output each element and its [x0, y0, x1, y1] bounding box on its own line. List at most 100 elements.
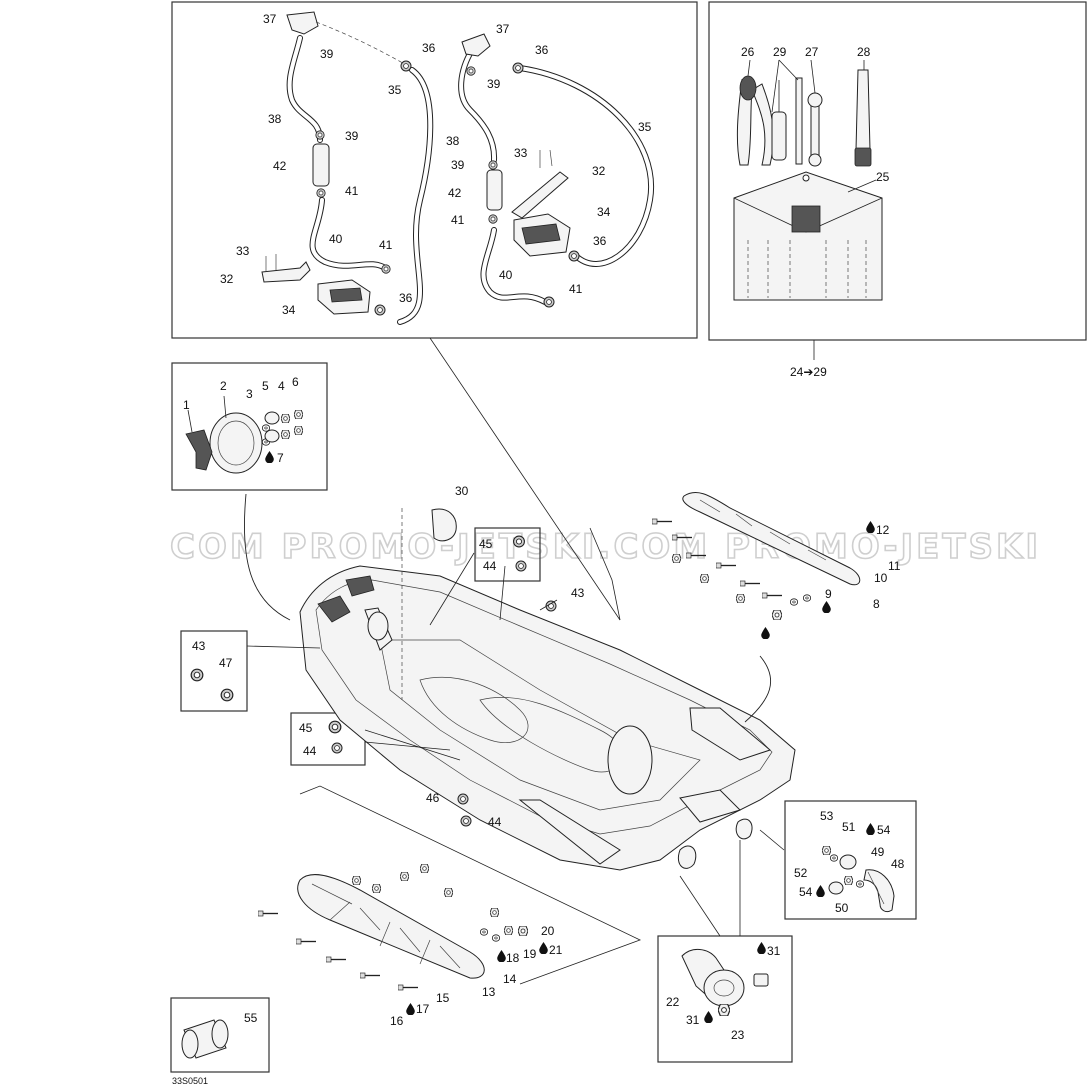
callout-25: 25 [876, 170, 890, 184]
callout-41-d: 41 [569, 282, 583, 296]
clamp-inset-left [180, 630, 248, 712]
pliers-26 [736, 78, 753, 166]
callout-8: 8 [873, 597, 880, 611]
sleeve-inset [170, 997, 270, 1073]
sleeve-frame [170, 997, 270, 1073]
callout-42-left: 42 [273, 159, 287, 173]
callout-14: 14 [503, 972, 517, 986]
callout-45-center: 45 [299, 721, 313, 735]
callout-23: 23 [731, 1028, 745, 1042]
support-32-left [261, 261, 311, 283]
drain-plug-housing [678, 845, 697, 869]
callout-40-left: 40 [329, 232, 343, 246]
hull-port-30 [367, 611, 389, 641]
callout-18: 18 [506, 951, 520, 965]
callout-30: 30 [455, 484, 469, 498]
callout-36-c: 36 [593, 234, 607, 248]
callout-46: 46 [426, 791, 440, 805]
callout-29: 29 [773, 45, 787, 59]
callout-33-right: 33 [514, 146, 528, 160]
callout-36-b: 36 [535, 43, 549, 57]
callout-22: 22 [666, 995, 680, 1009]
callout-31-lower: 31 [686, 1013, 700, 1027]
callout-11: 11 [888, 559, 901, 573]
drain-plug-frame [657, 935, 793, 1063]
callout-26: 26 [741, 45, 755, 59]
callout-39-d: 39 [451, 158, 465, 172]
drain-plug-inset [657, 935, 793, 1063]
callout-3: 3 [246, 387, 253, 401]
elbow-fitting-37-left [286, 11, 319, 35]
callout-41-a: 41 [345, 184, 359, 198]
callout-55: 55 [244, 1011, 258, 1025]
callout-44-center: 44 [303, 744, 317, 758]
sponson-13 [258, 864, 528, 991]
callout-5: 5 [262, 379, 269, 393]
callout-37-right: 37 [496, 22, 510, 36]
hose-35-left [397, 67, 434, 325]
callout-labels: 1 2 3 4 5 6 7 8 9 10 11 12 13 14 15 16 1… [183, 12, 905, 1042]
rear-handle-frame [784, 800, 917, 920]
callout-45-upper: 45 [479, 537, 493, 551]
callout-16: 16 [390, 1014, 404, 1028]
tool-pouch-25 [733, 171, 883, 301]
tool-kit-inset [708, 1, 1087, 341]
cover-inset-frame [171, 362, 328, 491]
callout-15: 15 [436, 991, 450, 1005]
support-32-right [511, 171, 569, 219]
tool-kit-frame [708, 1, 1087, 341]
callout-6: 6 [292, 375, 299, 389]
callout-35-right: 35 [638, 120, 652, 134]
callout-27: 27 [805, 45, 819, 59]
callout-4: 4 [278, 379, 285, 393]
callout-12: 12 [876, 523, 890, 537]
callout-36-d: 36 [399, 291, 413, 305]
callout-44-upper: 44 [483, 559, 497, 573]
callout-20: 20 [541, 924, 555, 938]
elbow-fitting-37-right [461, 33, 491, 57]
callout-2: 2 [220, 379, 227, 393]
callout-32-left: 32 [220, 272, 234, 286]
callout-51: 51 [842, 820, 856, 834]
callout-1: 1 [183, 398, 190, 412]
sponson-8-body [682, 492, 861, 586]
sponson-8 [652, 492, 861, 620]
check-valve-42-left [312, 143, 330, 187]
cover-inset [171, 362, 328, 491]
check-valve-42-right [486, 169, 503, 211]
callout-40-right: 40 [499, 268, 513, 282]
callout-31-upper: 31 [767, 944, 781, 958]
callout-34-left: 34 [282, 303, 296, 317]
drain-flange-22 [703, 969, 745, 1007]
drawing-code: 33S0501 [172, 1076, 208, 1086]
callout-38-left: 38 [268, 112, 282, 126]
leader-lines [243, 337, 785, 985]
kit-range-label: 24➔29 [790, 365, 827, 379]
drain-cap-31 [753, 973, 769, 987]
callout-10: 10 [874, 571, 888, 585]
callout-28: 28 [857, 45, 871, 59]
handle-1 [185, 429, 213, 471]
callout-41-b: 41 [379, 238, 393, 252]
watermark-text: COM PROMO-JETSKI.COM PROMO-JETSKI [170, 527, 1041, 567]
callout-39-a: 39 [320, 47, 334, 61]
callout-13: 13 [482, 985, 496, 999]
callout-39-b: 39 [345, 129, 359, 143]
hull-outline [299, 565, 796, 871]
callout-17: 17 [416, 1002, 430, 1016]
callout-53: 53 [820, 809, 834, 823]
callout-36-a: 36 [422, 41, 436, 55]
callout-39-c: 39 [487, 77, 501, 91]
wrench-27 [810, 97, 820, 163]
rear-handle-48 [863, 869, 895, 913]
screwdriver-blade-29 [795, 77, 803, 165]
callout-48: 48 [891, 857, 905, 871]
callout-38-right: 38 [446, 134, 460, 148]
callout-50: 50 [835, 901, 849, 915]
hull-body [299, 508, 796, 871]
callout-7: 7 [277, 451, 284, 465]
callout-34-right: 34 [597, 205, 611, 219]
vent-hose-inset [171, 1, 698, 339]
jet-pump-housing [607, 725, 653, 795]
callout-54-lower: 54 [799, 885, 813, 899]
